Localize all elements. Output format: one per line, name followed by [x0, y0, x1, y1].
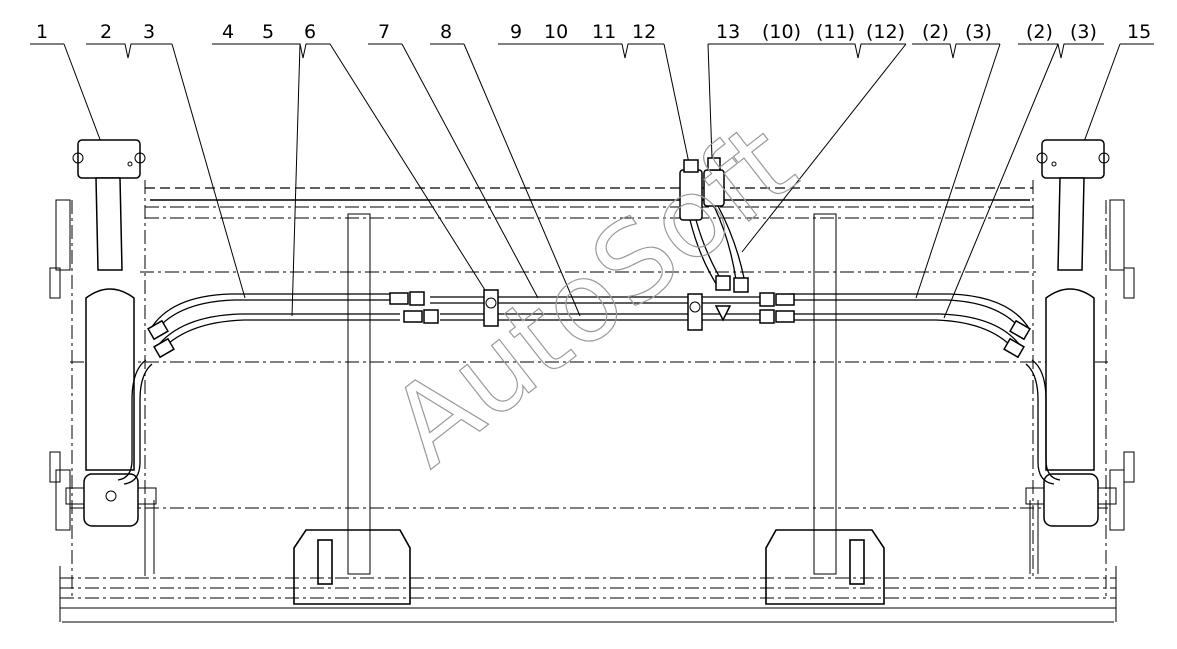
callout-10-ref: (10)	[762, 21, 801, 43]
callout-3: 3	[143, 21, 155, 43]
left-cylinder	[49, 139, 157, 574]
watermark: AutoSoft	[367, 99, 818, 491]
callout-6: 6	[304, 21, 316, 43]
vertical-ribs	[347, 213, 837, 575]
leader-lines	[63, 43, 1121, 319]
callout-2-ref-b: (2)	[1026, 21, 1053, 43]
callout-labels: 1 2 3 4 5 6 7 8 9 10 11 12 13 (10) (11) …	[36, 21, 1151, 43]
callout-3-ref-a: (3)	[965, 21, 992, 43]
fittings	[147, 289, 1031, 359]
callout-11: 11	[592, 21, 616, 43]
quick-couplers	[679, 157, 749, 322]
callout-5: 5	[262, 21, 274, 43]
wear-pads	[293, 529, 885, 605]
callout-3-ref-b: (3)	[1070, 21, 1097, 43]
callout-4: 4	[222, 21, 234, 43]
bucket-frame	[59, 180, 1117, 623]
callout-13: 13	[716, 21, 740, 43]
callout-7: 7	[378, 21, 390, 43]
callout-2: 2	[100, 21, 112, 43]
callout-12: 12	[632, 21, 656, 43]
callout-1: 1	[36, 21, 48, 43]
callout-10: 10	[544, 21, 568, 43]
callout-15: 15	[1127, 21, 1151, 43]
callout-12-ref: (12)	[866, 21, 905, 43]
callout-8: 8	[440, 21, 452, 43]
callout-9: 9	[510, 21, 522, 43]
right-cylinder	[1025, 139, 1135, 574]
leader-shelves	[30, 43, 1154, 59]
callout-11-ref: (11)	[816, 21, 855, 43]
callout-2-ref-a: (2)	[922, 21, 949, 43]
